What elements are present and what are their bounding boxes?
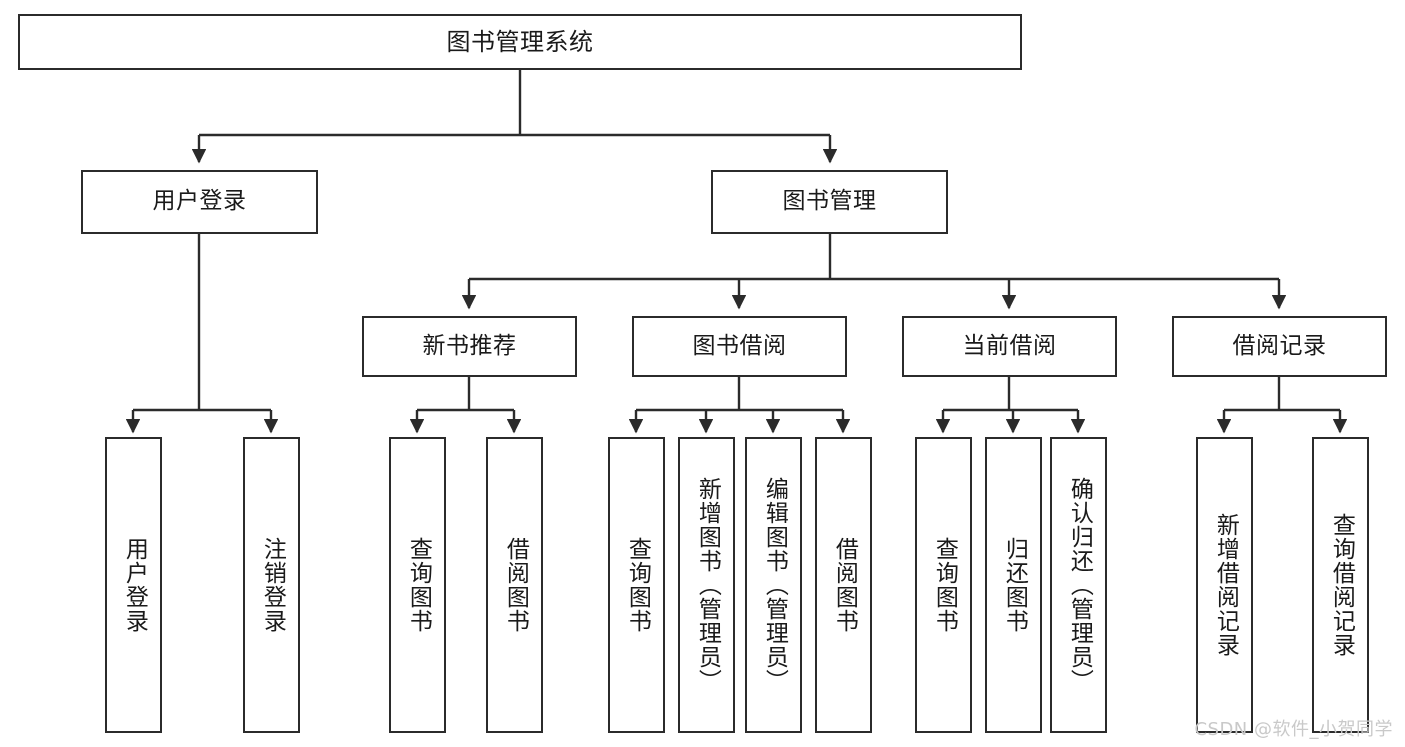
leaf-query-book-1[interactable]: 查询图书	[389, 437, 446, 733]
node-label: 图书管理系统	[446, 27, 594, 56]
node-label: 查询图书	[931, 537, 958, 633]
node-book-manage[interactable]: 图书管理	[711, 170, 948, 234]
node-new-book-rec[interactable]: 新书推荐	[362, 316, 577, 377]
node-label: 用户登录	[152, 188, 247, 215]
node-label: 编辑图书（管理员）	[761, 477, 788, 693]
node-root-system[interactable]: 图书管理系统	[18, 14, 1022, 70]
leaf-borrow-book-2[interactable]: 借阅图书	[815, 437, 872, 733]
node-current-borrow[interactable]: 当前借阅	[902, 316, 1117, 377]
node-label: 注销登录	[259, 537, 286, 633]
leaf-user-login[interactable]: 用户登录	[105, 437, 162, 733]
node-borrow-record[interactable]: 借阅记录	[1172, 316, 1387, 377]
leaf-add-record[interactable]: 新增借阅记录	[1196, 437, 1253, 733]
node-label: 确认归还（管理员）	[1066, 477, 1093, 693]
leaf-edit-book[interactable]: 编辑图书（管理员）	[745, 437, 802, 733]
node-label: 借阅图书	[502, 537, 529, 633]
leaf-query-record[interactable]: 查询借阅记录	[1312, 437, 1369, 733]
leaf-return-book[interactable]: 归还图书	[985, 437, 1042, 733]
node-label: 查询图书	[405, 537, 432, 633]
leaf-add-book[interactable]: 新增图书（管理员）	[678, 437, 735, 733]
node-label: 借阅图书	[831, 537, 858, 633]
node-user-login[interactable]: 用户登录	[81, 170, 318, 234]
node-label: 借阅记录	[1232, 332, 1327, 359]
node-label: 新书推荐	[422, 332, 517, 359]
leaf-logout[interactable]: 注销登录	[243, 437, 300, 733]
leaf-confirm-return[interactable]: 确认归还（管理员）	[1050, 437, 1107, 733]
node-label: 当前借阅	[962, 332, 1057, 359]
node-label: 查询图书	[624, 537, 651, 633]
node-label: 图书借阅	[692, 332, 787, 359]
node-label: 查询借阅记录	[1328, 513, 1355, 657]
node-label: 新增图书（管理员）	[694, 477, 721, 693]
leaf-borrow-book-1[interactable]: 借阅图书	[486, 437, 543, 733]
node-label: 新增借阅记录	[1212, 513, 1239, 657]
node-label: 图书管理	[782, 188, 877, 215]
node-label: 用户登录	[121, 537, 148, 633]
leaf-query-book-2[interactable]: 查询图书	[608, 437, 665, 733]
leaf-query-book-3[interactable]: 查询图书	[915, 437, 972, 733]
node-book-borrow[interactable]: 图书借阅	[632, 316, 847, 377]
node-label: 归还图书	[1001, 537, 1028, 633]
